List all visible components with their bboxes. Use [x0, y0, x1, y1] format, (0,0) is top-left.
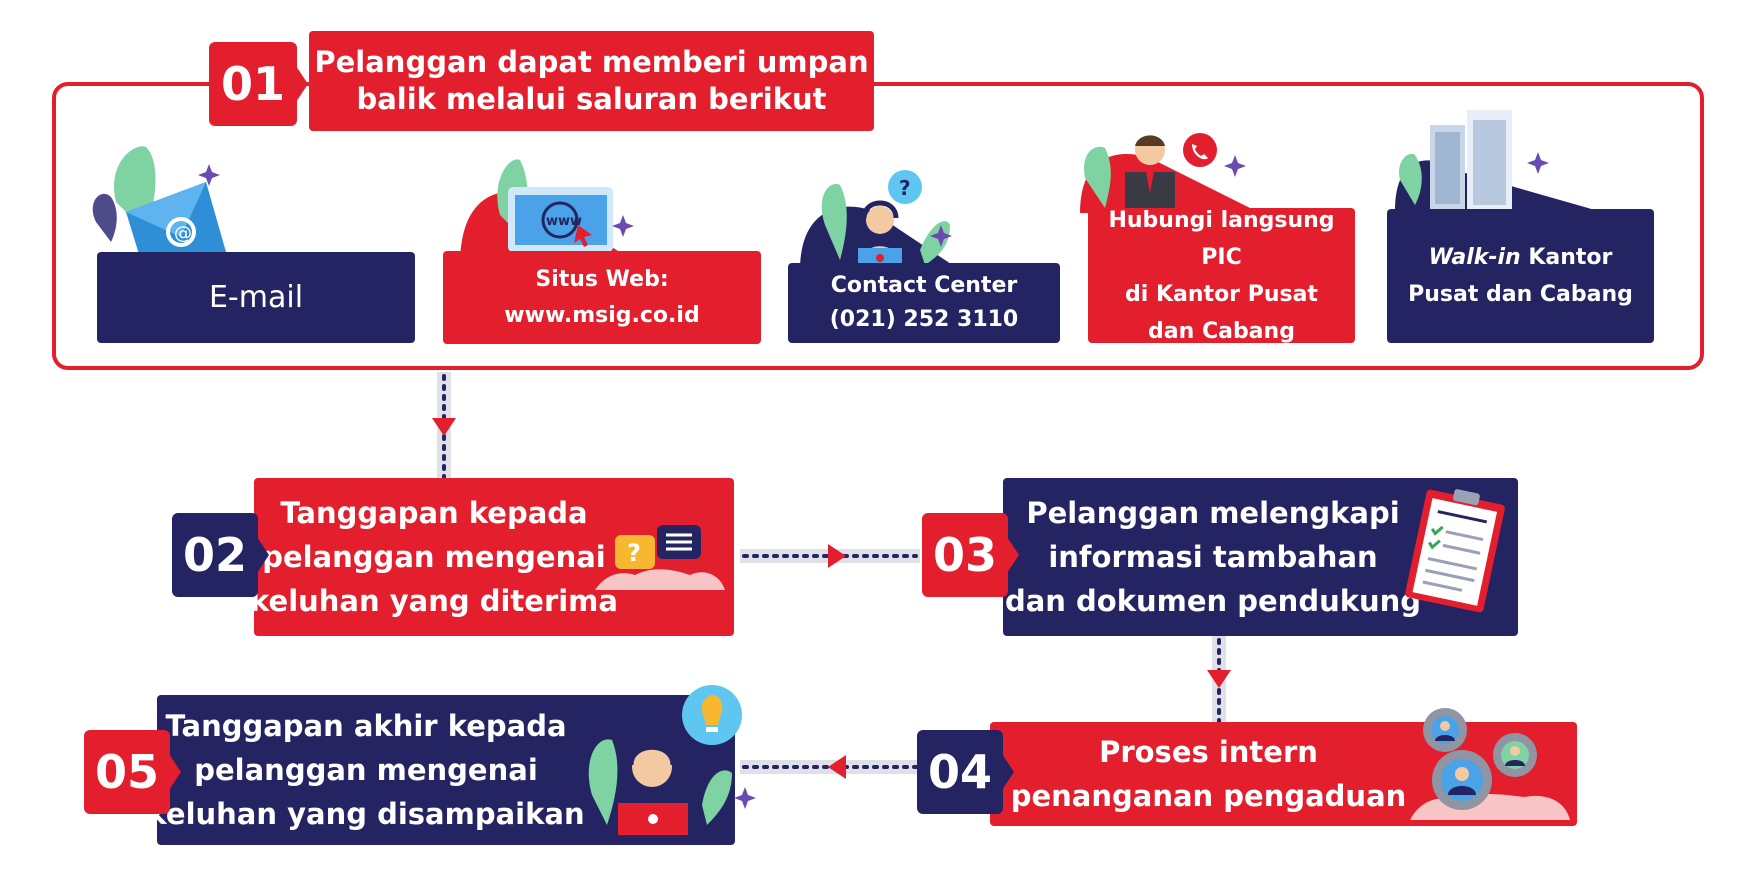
step-04-number-pointer	[1002, 754, 1014, 790]
channel-walkin: Walk-in Kantor Pusat dan Cabang	[1387, 209, 1654, 343]
step-02-line1: Tanggapan kepada	[280, 496, 588, 530]
chat-bubbles-icon: ?	[595, 525, 725, 590]
channel-website: Situs Web: www.msig.co.id	[443, 251, 761, 344]
step-03-number: 03	[922, 513, 1008, 597]
step-03-line1: Pelanggan melengkapi	[1026, 496, 1400, 530]
gears-people-icon	[1410, 708, 1570, 820]
clipboard-document-icon	[1405, 489, 1505, 613]
step-05-line2: pelanggan mengenai	[194, 753, 538, 787]
step-04-number: 04	[917, 730, 1003, 814]
step-03-line2: informasi tambahan	[1048, 540, 1378, 574]
step-01-title: Pelanggan dapat memberi umpan balik mela…	[309, 31, 874, 131]
step-05-number: 05	[84, 730, 170, 814]
step-02-line3: keluhan yang diterima	[250, 584, 618, 618]
connector-03-04	[1207, 636, 1231, 726]
office-building-icon	[1395, 110, 1595, 210]
svg-text:?: ?	[899, 176, 911, 200]
channel-email-label: E-mail	[208, 280, 304, 315]
channel-email: E-mail	[97, 252, 415, 343]
connector-02-03	[740, 544, 920, 568]
channel-website-line2: www.msig.co.id	[504, 302, 700, 328]
browser-www-icon: www	[460, 159, 640, 265]
step-01-title-line1: Pelanggan dapat memberi umpan	[314, 45, 869, 79]
channel-walkin-line2: Pusat dan Cabang	[1408, 282, 1633, 307]
step-01-number-pointer	[296, 66, 308, 102]
phone-agent-icon	[1080, 133, 1260, 213]
step-02-number-pointer	[257, 537, 269, 573]
channel-pic-line1: Hubungi langsung PIC	[1108, 207, 1335, 270]
channel-walkin-rest: Kantor	[1520, 245, 1613, 270]
agent-idea-icon	[588, 685, 756, 835]
step-05-line1: Tanggapan akhir kepada	[165, 709, 567, 743]
svg-text:?: ?	[627, 539, 641, 567]
svg-text:@: @	[174, 223, 192, 244]
step-01-title-line2: balik melalui saluran berikut	[356, 82, 827, 116]
headset-agent-icon: ?	[800, 170, 960, 270]
step-02-line2: pelanggan mengenai	[262, 540, 606, 574]
channel-contact-center-line1: Contact Center	[830, 273, 1018, 298]
step-03-number-pointer	[1007, 537, 1019, 573]
connector-04-05	[740, 755, 920, 779]
step-05-number-pointer	[169, 754, 181, 790]
channel-website-line1: Situs Web:	[535, 266, 669, 292]
channel-contact-center: Contact Center (021) 252 3110	[788, 263, 1060, 343]
channel-walkin-line1: Walk-in Kantor	[1429, 239, 1613, 276]
step-04-line2: penanganan pengaduan	[1010, 779, 1407, 813]
step-04-line1: Proses intern	[1099, 735, 1318, 769]
step-03-line3: dan dokumen pendukung	[1004, 584, 1422, 618]
step-05-line3: keluhan yang disampaikan	[147, 797, 585, 831]
connector-01-02	[432, 372, 456, 482]
channel-walkin-italic: Walk-in	[1428, 245, 1521, 270]
channel-pic-line2: di Kantor Pusat	[1125, 281, 1318, 307]
channel-pic: Hubungi langsung PIC di Kantor Pusat dan…	[1088, 208, 1355, 344]
step-01-number: 01	[209, 42, 297, 126]
channels-frame	[52, 82, 1704, 370]
step-02-number: 02	[172, 513, 258, 597]
channel-pic-line3: dan Cabang	[1148, 318, 1295, 344]
channel-contact-center-line2: (021) 252 3110	[829, 307, 1019, 332]
svg-text:www: www	[546, 214, 582, 229]
